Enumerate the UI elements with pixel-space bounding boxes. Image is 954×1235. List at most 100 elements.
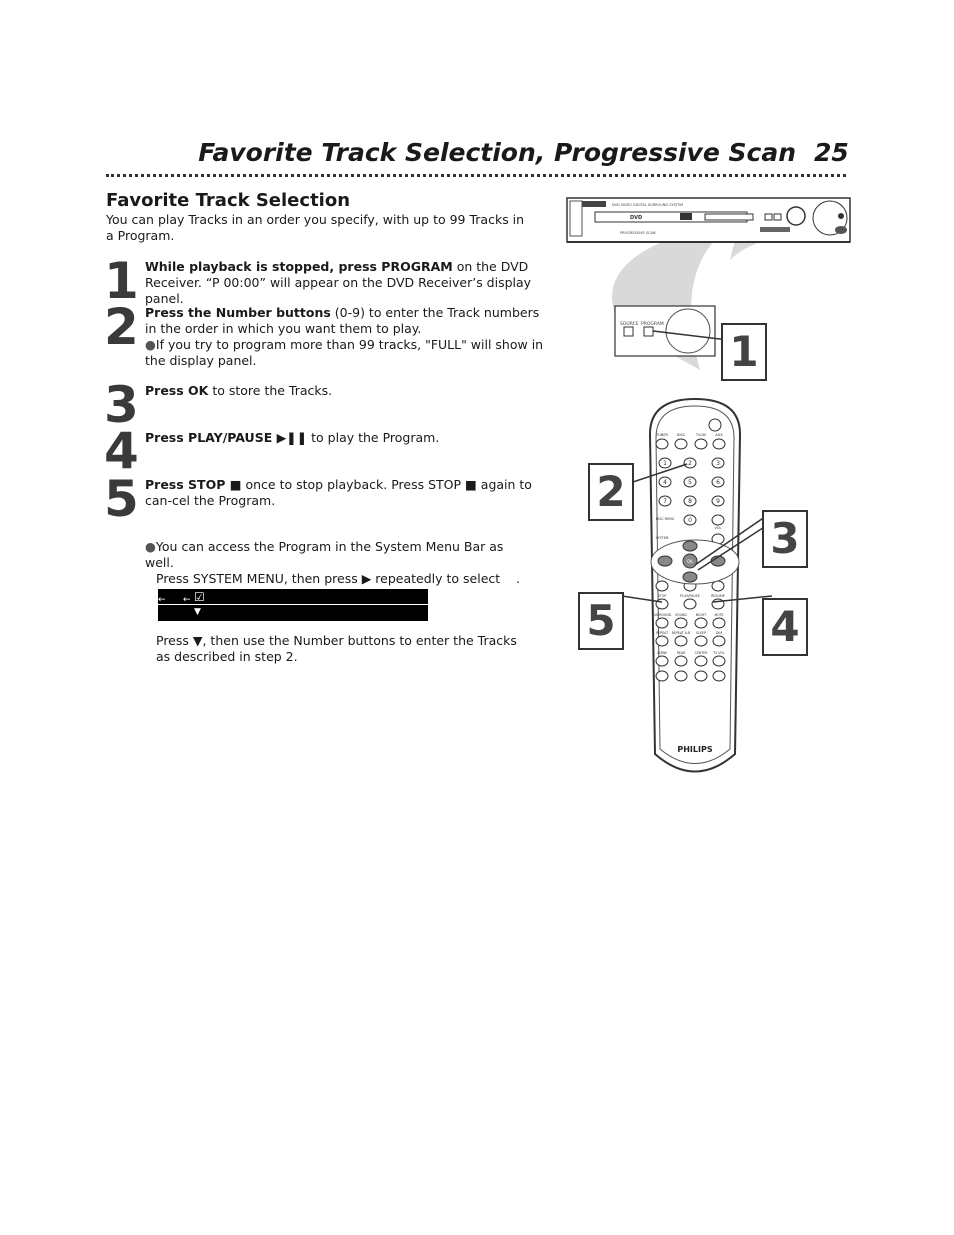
stop-label: STOP (658, 594, 667, 598)
ok-button (682, 553, 698, 569)
bullet-icon: ● (145, 337, 156, 352)
step-1-number: 1 (104, 252, 139, 310)
remote-function-button (674, 635, 688, 647)
remote-function-label: REPEAT A-B (672, 631, 690, 635)
remote-source-button (694, 438, 708, 450)
bullet-icon: ● (145, 539, 156, 554)
step-3-bold: Press OK (145, 383, 209, 398)
digit-label: 0 (688, 517, 692, 524)
digit-button (658, 476, 672, 488)
digit-label: 8 (688, 498, 692, 505)
step-1-rest: on the DVD Receiver. “P 00:00” will appe… (145, 259, 532, 306)
left-arrow-icon: ← (183, 595, 191, 605)
transport-button (655, 580, 669, 592)
page-number: 25 (814, 138, 849, 167)
callout-4: 4 (762, 598, 808, 656)
progressive-label: PROGRESSIVE SCAN (620, 231, 656, 235)
note-2: Press ▼, then use the Number buttons to … (156, 633, 517, 664)
remote-source-label: DISC (677, 433, 686, 437)
remote-function-label: SLEEP (696, 631, 706, 635)
program-button (643, 326, 654, 337)
section-intro: You can play Tracks in an order you spec… (106, 212, 525, 243)
vol-up-button (711, 514, 725, 526)
digit-label: 5 (688, 479, 692, 486)
remote-function-label: CENTER (695, 651, 709, 655)
menu-bar-divider (158, 604, 428, 605)
device-illustration: DVD VIDEO DIGITAL SURROUND SYSTEM DVD PR… (566, 197, 851, 370)
power-icon (708, 418, 722, 432)
digit-label: 3 (716, 460, 720, 467)
step-4-bold: Press PLAY/PAUSE ▶❚❚ (145, 430, 308, 445)
step-4-rest: to play the Program. (307, 430, 440, 445)
remote-function-button (655, 617, 669, 629)
remote-function-button (694, 655, 708, 667)
remote-function-button (694, 617, 708, 629)
step-4-text: Press PLAY/PAUSE ▶❚❚ to play the Program… (145, 430, 545, 446)
digit-button (658, 495, 672, 507)
remote-minus-button (655, 670, 669, 682)
digit-label: 6 (716, 479, 720, 486)
digit-button (711, 495, 725, 507)
remote-brand: PHILIPS (677, 745, 712, 754)
step-3-rest: to store the Tracks. (208, 383, 333, 398)
step-3-text: Press OK to store the Tracks. (145, 383, 545, 399)
note-line-2-text: Press SYSTEM MENU, then press ▶ repeated… (156, 571, 501, 586)
program-label: PROGRAM (641, 321, 664, 327)
remote-minus-button (712, 670, 726, 682)
remote-function-button (674, 617, 688, 629)
ok-label: OK (687, 559, 693, 564)
callout-5: 5 (578, 592, 624, 650)
remote-function-label: REAR (677, 651, 686, 655)
remote-function-label: DIM (716, 631, 722, 635)
receiver-label: DVD VIDEO DIGITAL SURROUND SYSTEM (612, 203, 683, 207)
vol-label: VOL (714, 526, 721, 530)
digit-button (711, 476, 725, 488)
digit-button (711, 457, 725, 469)
play-pause-label: PLAY/PAUSE (680, 594, 700, 598)
remote-function-label: SURROUND (653, 613, 672, 617)
step-1-bold: While playback is stopped, press PROGRAM (145, 259, 453, 274)
system-label: SYSTEM (656, 536, 669, 540)
source-button (623, 326, 634, 337)
digit-label: 4 (663, 479, 667, 486)
remote-source-button (674, 438, 688, 450)
remote-source-button (655, 438, 669, 450)
step-5-rest: once to stop playback. Press STOP ■ agai… (145, 477, 532, 508)
step-2-bold: Press the Number buttons (145, 305, 331, 320)
step-2-bullet: If you try to program more than 99 track… (145, 337, 544, 368)
left-arrow-icon: ← (158, 595, 166, 605)
note-line-1: ●You can access the Program in the Syste… (145, 539, 525, 571)
remote-source-label: AUX (715, 433, 723, 437)
section-title: Favorite Track Selection (106, 190, 351, 211)
step-5-number: 5 (104, 470, 139, 528)
step-2-number: 2 (104, 298, 139, 356)
remote-function-button (674, 655, 688, 667)
remote-function-label: NIGHT (696, 613, 706, 617)
step-4-number: 4 (104, 422, 139, 480)
digit-button (658, 457, 672, 469)
remote-function-button (655, 635, 669, 647)
volume-knob (786, 206, 806, 226)
step-2-bullet-row: ●If you try to program more than 99 trac… (145, 337, 545, 369)
remote-function-button (712, 655, 726, 667)
step-2-text: Press the Number buttons (0-9) to enter … (145, 305, 545, 369)
callout-1: 1 (721, 323, 767, 381)
system-menu-bar: ← ← ☑ ▼ (158, 589, 428, 621)
header-rule (106, 174, 846, 177)
check-icon: ☑ (194, 590, 205, 604)
step-5-bold: Press STOP ■ (145, 477, 242, 492)
step-2-rest: (0-9) to enter the Track numbers in the … (145, 305, 540, 336)
remote-source-label: TUNER (655, 433, 669, 437)
digit-label: 9 (716, 498, 720, 505)
remote-function-button (694, 635, 708, 647)
down-arrow-icon: ▼ (194, 607, 201, 617)
remote-function-label: REPEAT (656, 631, 668, 635)
digit-label: 7 (663, 498, 667, 505)
digit-button (683, 514, 697, 526)
digit-button (683, 495, 697, 507)
remote-function-button (712, 617, 726, 629)
remote-function-button (655, 655, 669, 667)
callout-lines (621, 463, 773, 603)
digit-label: 1 (663, 460, 667, 467)
